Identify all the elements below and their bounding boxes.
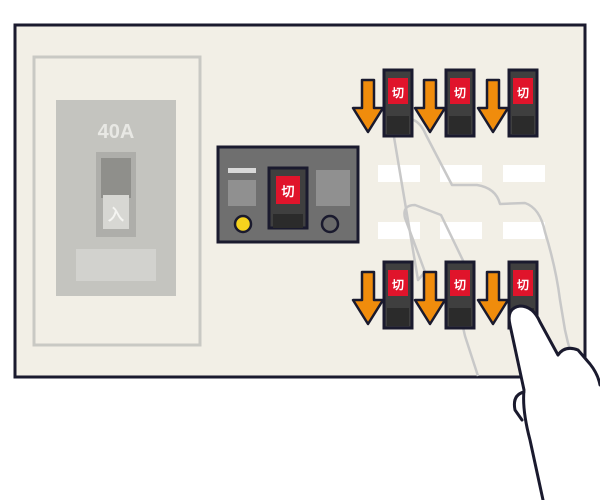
breaker-state-label: 切 bbox=[517, 278, 529, 292]
down-arrow-icon bbox=[476, 78, 510, 134]
off-label-badge bbox=[388, 78, 408, 104]
down-arrow-icon bbox=[476, 270, 510, 326]
breaker-state-label: 切 bbox=[392, 86, 404, 100]
off-label-badge bbox=[450, 78, 470, 104]
branch-breaker-top-2: 切 bbox=[413, 68, 476, 138]
breaker-state-label: 切 bbox=[454, 278, 466, 292]
down-arrow-icon bbox=[351, 270, 385, 326]
leakage-breaker-switch: 切 bbox=[267, 166, 309, 230]
main-breaker-rating: 40A bbox=[98, 121, 135, 143]
off-label-badge bbox=[388, 270, 408, 296]
test-button bbox=[320, 214, 340, 234]
breaker-base bbox=[387, 308, 409, 326]
down-arrow-icon bbox=[413, 78, 447, 134]
branch-breaker-bottom-1: 切 bbox=[351, 260, 414, 330]
circuit-label-strips bbox=[378, 165, 545, 239]
breaker-state-label: 切 bbox=[517, 86, 529, 100]
off-label-badge bbox=[513, 78, 533, 104]
branch-breaker-top-1: 切 bbox=[351, 68, 414, 138]
branch-breaker-top-3: 切 bbox=[476, 68, 539, 138]
hand-fill bbox=[509, 306, 600, 500]
hand-pointer-icon bbox=[507, 304, 600, 500]
main-breaker-switch: 入 bbox=[96, 152, 136, 237]
off-label-badge bbox=[450, 270, 470, 296]
off-label-badge bbox=[513, 270, 533, 296]
down-arrow-icon bbox=[413, 270, 447, 326]
down-arrow-icon bbox=[351, 78, 385, 134]
branch-breaker-group: 切切切切切切 bbox=[351, 68, 539, 330]
faded-hand-icon bbox=[392, 116, 582, 377]
main-breaker: 40A 入 bbox=[32, 55, 202, 347]
breaker-base bbox=[512, 116, 534, 134]
test-indicator-light bbox=[233, 214, 253, 234]
breaker-state-label: 切 bbox=[454, 86, 466, 100]
branch-breaker-bottom-2: 切 bbox=[413, 260, 476, 330]
breaker-base bbox=[449, 308, 471, 326]
breaker-base bbox=[387, 116, 409, 134]
leakage-breaker: 切 bbox=[216, 145, 360, 244]
main-breaker-state-label: 入 bbox=[108, 206, 124, 224]
breaker-state-label: 切 bbox=[392, 278, 404, 292]
breaker-base bbox=[449, 116, 471, 134]
leakage-breaker-state-label: 切 bbox=[281, 184, 294, 199]
